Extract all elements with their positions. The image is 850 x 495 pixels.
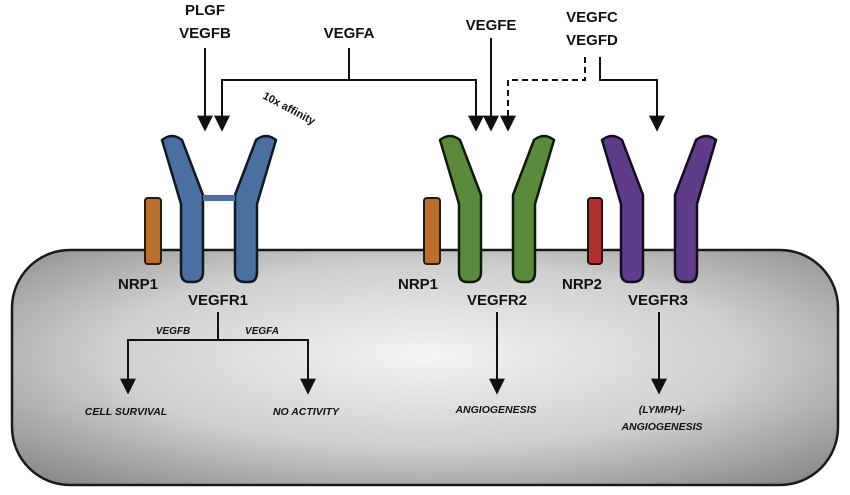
- affinity-note: 10x affinity: [261, 90, 318, 128]
- ligand-vegfd: VEGFD: [566, 32, 618, 49]
- outcome-cell-survival: CELL SURVIVAL: [85, 406, 167, 418]
- vegfr2-receptor: [438, 134, 556, 284]
- outcome-angiogenesis: ANGIOGENESIS: [454, 404, 536, 416]
- nrp1-left-coreceptor: [144, 197, 162, 265]
- arrow-vegfc-vegfd-to-vegfr2: [500, 57, 586, 132]
- ligand-vegfe: VEGFE: [466, 17, 517, 34]
- vegfr3-receptor: [600, 134, 718, 284]
- branch-label-vegfb: VEGFB: [156, 326, 190, 337]
- ligand-vegfa: VEGFA: [324, 25, 375, 42]
- ligand-vegfc: VEGFC: [566, 9, 618, 26]
- label-vegfr1: VEGFR1: [188, 292, 248, 309]
- label-vegfr3: VEGFR3: [628, 292, 688, 309]
- arrow-vegfr1-vegfa-branch: [218, 339, 316, 395]
- vegfr1-receptor: [160, 134, 278, 284]
- ligand-plgf: PLGF: [185, 2, 225, 19]
- label-nrp2: NRP2: [562, 276, 602, 293]
- ligand-arrows: [197, 38, 665, 132]
- arrow-vegfa-to-vegfr1: [214, 48, 350, 132]
- outcome-no-activity: NO ACTIVITY: [273, 406, 340, 418]
- label-nrp1-middle: NRP1: [398, 276, 438, 293]
- arrow-vegfc-vegfd-to-vegfr3: [599, 57, 665, 132]
- arrow-vegfr1-vegfb-branch: [120, 339, 218, 395]
- label-vegfr2: VEGFR2: [467, 292, 527, 309]
- outcome-lymph-line2: ANGIOGENESIS: [620, 421, 702, 433]
- nrp2-coreceptor: [587, 197, 603, 265]
- branch-label-vegfa: VEGFA: [245, 326, 279, 337]
- label-nrp1-left: NRP1: [118, 276, 158, 293]
- outcome-lymph-line1: (LYMPH)-: [639, 404, 686, 416]
- signaling-arrows: [120, 312, 667, 395]
- ligand-vegfb: VEGFB: [179, 25, 231, 42]
- nrp1-middle-coreceptor: [423, 197, 441, 265]
- arrow-vegfa-to-vegfr2: [349, 79, 484, 132]
